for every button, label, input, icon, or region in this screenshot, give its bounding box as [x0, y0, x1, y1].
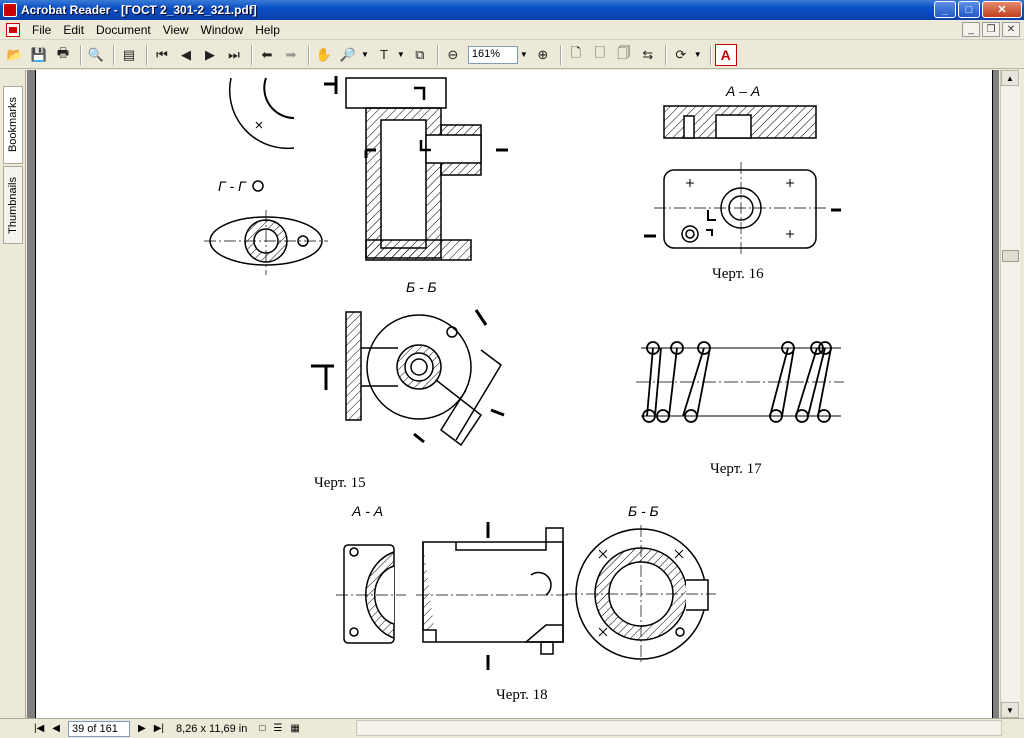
- actual-size-icon[interactable]: 🗋: [570, 44, 581, 60]
- scroll-down-icon[interactable]: ▼: [1001, 702, 1019, 718]
- zoom-input[interactable]: 161%: [467, 45, 518, 64]
- print-icon[interactable]: 🖶: [56, 44, 70, 60]
- navigation-panel: Bookmarks Thumbnails: [0, 70, 26, 718]
- acrobat-app-icon: [3, 3, 17, 17]
- rotate-dropdown-icon[interactable]: ▼: [693, 50, 702, 59]
- doc-restore-button[interactable]: ❐: [982, 22, 1000, 37]
- maximize-button[interactable]: □: [958, 1, 980, 18]
- menu-help[interactable]: Help: [255, 22, 280, 37]
- page-number-input[interactable]: 39 of 161: [68, 720, 130, 737]
- menu-edit[interactable]: Edit: [63, 22, 85, 37]
- title-bar: Acrobat Reader - [ГОСТ 2_301-2_321.pdf] …: [0, 0, 1024, 20]
- single-page-icon[interactable]: □: [259, 723, 266, 734]
- menu-file[interactable]: File: [32, 22, 52, 37]
- caption-fig16: Черт. 16: [712, 266, 764, 282]
- window-title: Acrobat Reader - [ГОСТ 2_301-2_321.pdf]: [21, 3, 257, 17]
- toolbar: 📂 💾 🖶 🔍 ▤ ⏮ ◀ ▶ ⏭ ⬅ ➡ ✋ 🔎 ▼ T ▼ ⧉ ⊖ 161%…: [0, 41, 1024, 69]
- hand-tool-icon[interactable]: ✋: [315, 46, 333, 62]
- caption-fig15: Черт. 15: [314, 475, 366, 491]
- continuous-icon[interactable]: ☰: [273, 723, 283, 734]
- first-page-status-icon[interactable]: |◀: [34, 723, 45, 734]
- text-select-dropdown-icon[interactable]: ▼: [396, 50, 405, 59]
- facing-icon[interactable]: ▦: [290, 723, 300, 734]
- pdf-page: Г - Г Б - Б А – А А - А Б - Б Черт. 15 Ч…: [35, 70, 993, 718]
- snapshot-icon[interactable]: ⧉: [415, 46, 425, 62]
- open-icon[interactable]: 📂: [6, 46, 24, 62]
- fit-page-icon[interactable]: 🗌: [594, 44, 605, 60]
- label-section-aa18: А - А: [351, 503, 383, 519]
- prev-page-status-icon[interactable]: ◀: [52, 723, 60, 734]
- fit-width-icon[interactable]: 🗍: [617, 44, 631, 60]
- tab-bookmarks[interactable]: Bookmarks: [3, 86, 23, 164]
- adobe-logo-icon[interactable]: A: [714, 43, 737, 66]
- horizontal-scrollbar[interactable]: [356, 720, 1002, 736]
- close-button[interactable]: ✕: [982, 1, 1022, 18]
- show-navigation-icon[interactable]: ▤: [122, 46, 136, 62]
- previous-page-icon[interactable]: ◀: [181, 46, 191, 62]
- label-section-bb18: Б - Б: [628, 503, 659, 519]
- zoom-dropdown-icon[interactable]: ▼: [519, 50, 528, 59]
- menu-view[interactable]: View: [162, 22, 189, 37]
- zoom-tool-dropdown-icon[interactable]: ▼: [361, 50, 369, 59]
- label-section-bb: Б - Б: [406, 279, 437, 295]
- search-icon[interactable]: 🔍: [87, 46, 105, 62]
- zoom-out-icon[interactable]: ⊖: [447, 46, 459, 62]
- reflow-icon[interactable]: ⇆: [642, 46, 654, 62]
- menu-bar: File Edit Document View Window Help: [0, 20, 1024, 40]
- vertical-scroll-thumb[interactable]: [1002, 250, 1019, 262]
- minimize-button[interactable]: _: [934, 1, 956, 18]
- label-section-aa16: А – А: [725, 83, 760, 99]
- document-icon[interactable]: [6, 22, 20, 37]
- text-select-icon[interactable]: T: [379, 47, 388, 62]
- doc-minimize-button[interactable]: _: [962, 22, 980, 37]
- zoom-in-icon[interactable]: ⊕: [537, 46, 549, 62]
- menu-window[interactable]: Window: [200, 22, 244, 37]
- doc-close-button[interactable]: ✕: [1002, 22, 1020, 37]
- scroll-up-icon[interactable]: ▲: [1001, 70, 1019, 86]
- technical-drawings: Г - Г Б - Б А – А А - А Б - Б: [204, 76, 844, 670]
- label-section-gg: Г - Г: [218, 178, 247, 194]
- tab-thumbnails[interactable]: Thumbnails: [3, 166, 23, 244]
- next-page-status-icon[interactable]: ▶: [138, 723, 146, 734]
- menu-document[interactable]: Document: [96, 22, 151, 37]
- go-forward-icon[interactable]: ➡: [285, 46, 297, 62]
- caption-fig18: Черт. 18: [496, 687, 548, 703]
- save-icon[interactable]: 💾: [30, 46, 48, 62]
- document-viewport[interactable]: Г - Г Б - Б А – А А - А Б - Б Черт. 15 Ч…: [27, 70, 999, 718]
- zoom-tool-icon[interactable]: 🔎: [339, 46, 357, 62]
- caption-fig17: Черт. 17: [710, 461, 762, 477]
- page-size-readout: 8,26 x 11,69 in: [176, 722, 248, 735]
- rotate-view-icon[interactable]: ⟳: [675, 46, 687, 62]
- next-page-icon[interactable]: ▶: [205, 46, 215, 62]
- last-page-icon[interactable]: ⏭: [228, 46, 240, 62]
- last-page-status-icon[interactable]: ▶|: [153, 723, 164, 734]
- go-back-icon[interactable]: ⬅: [261, 46, 273, 62]
- first-page-icon[interactable]: ⏮: [156, 46, 168, 62]
- vertical-scrollbar[interactable]: ▲ ▼: [1000, 70, 1020, 718]
